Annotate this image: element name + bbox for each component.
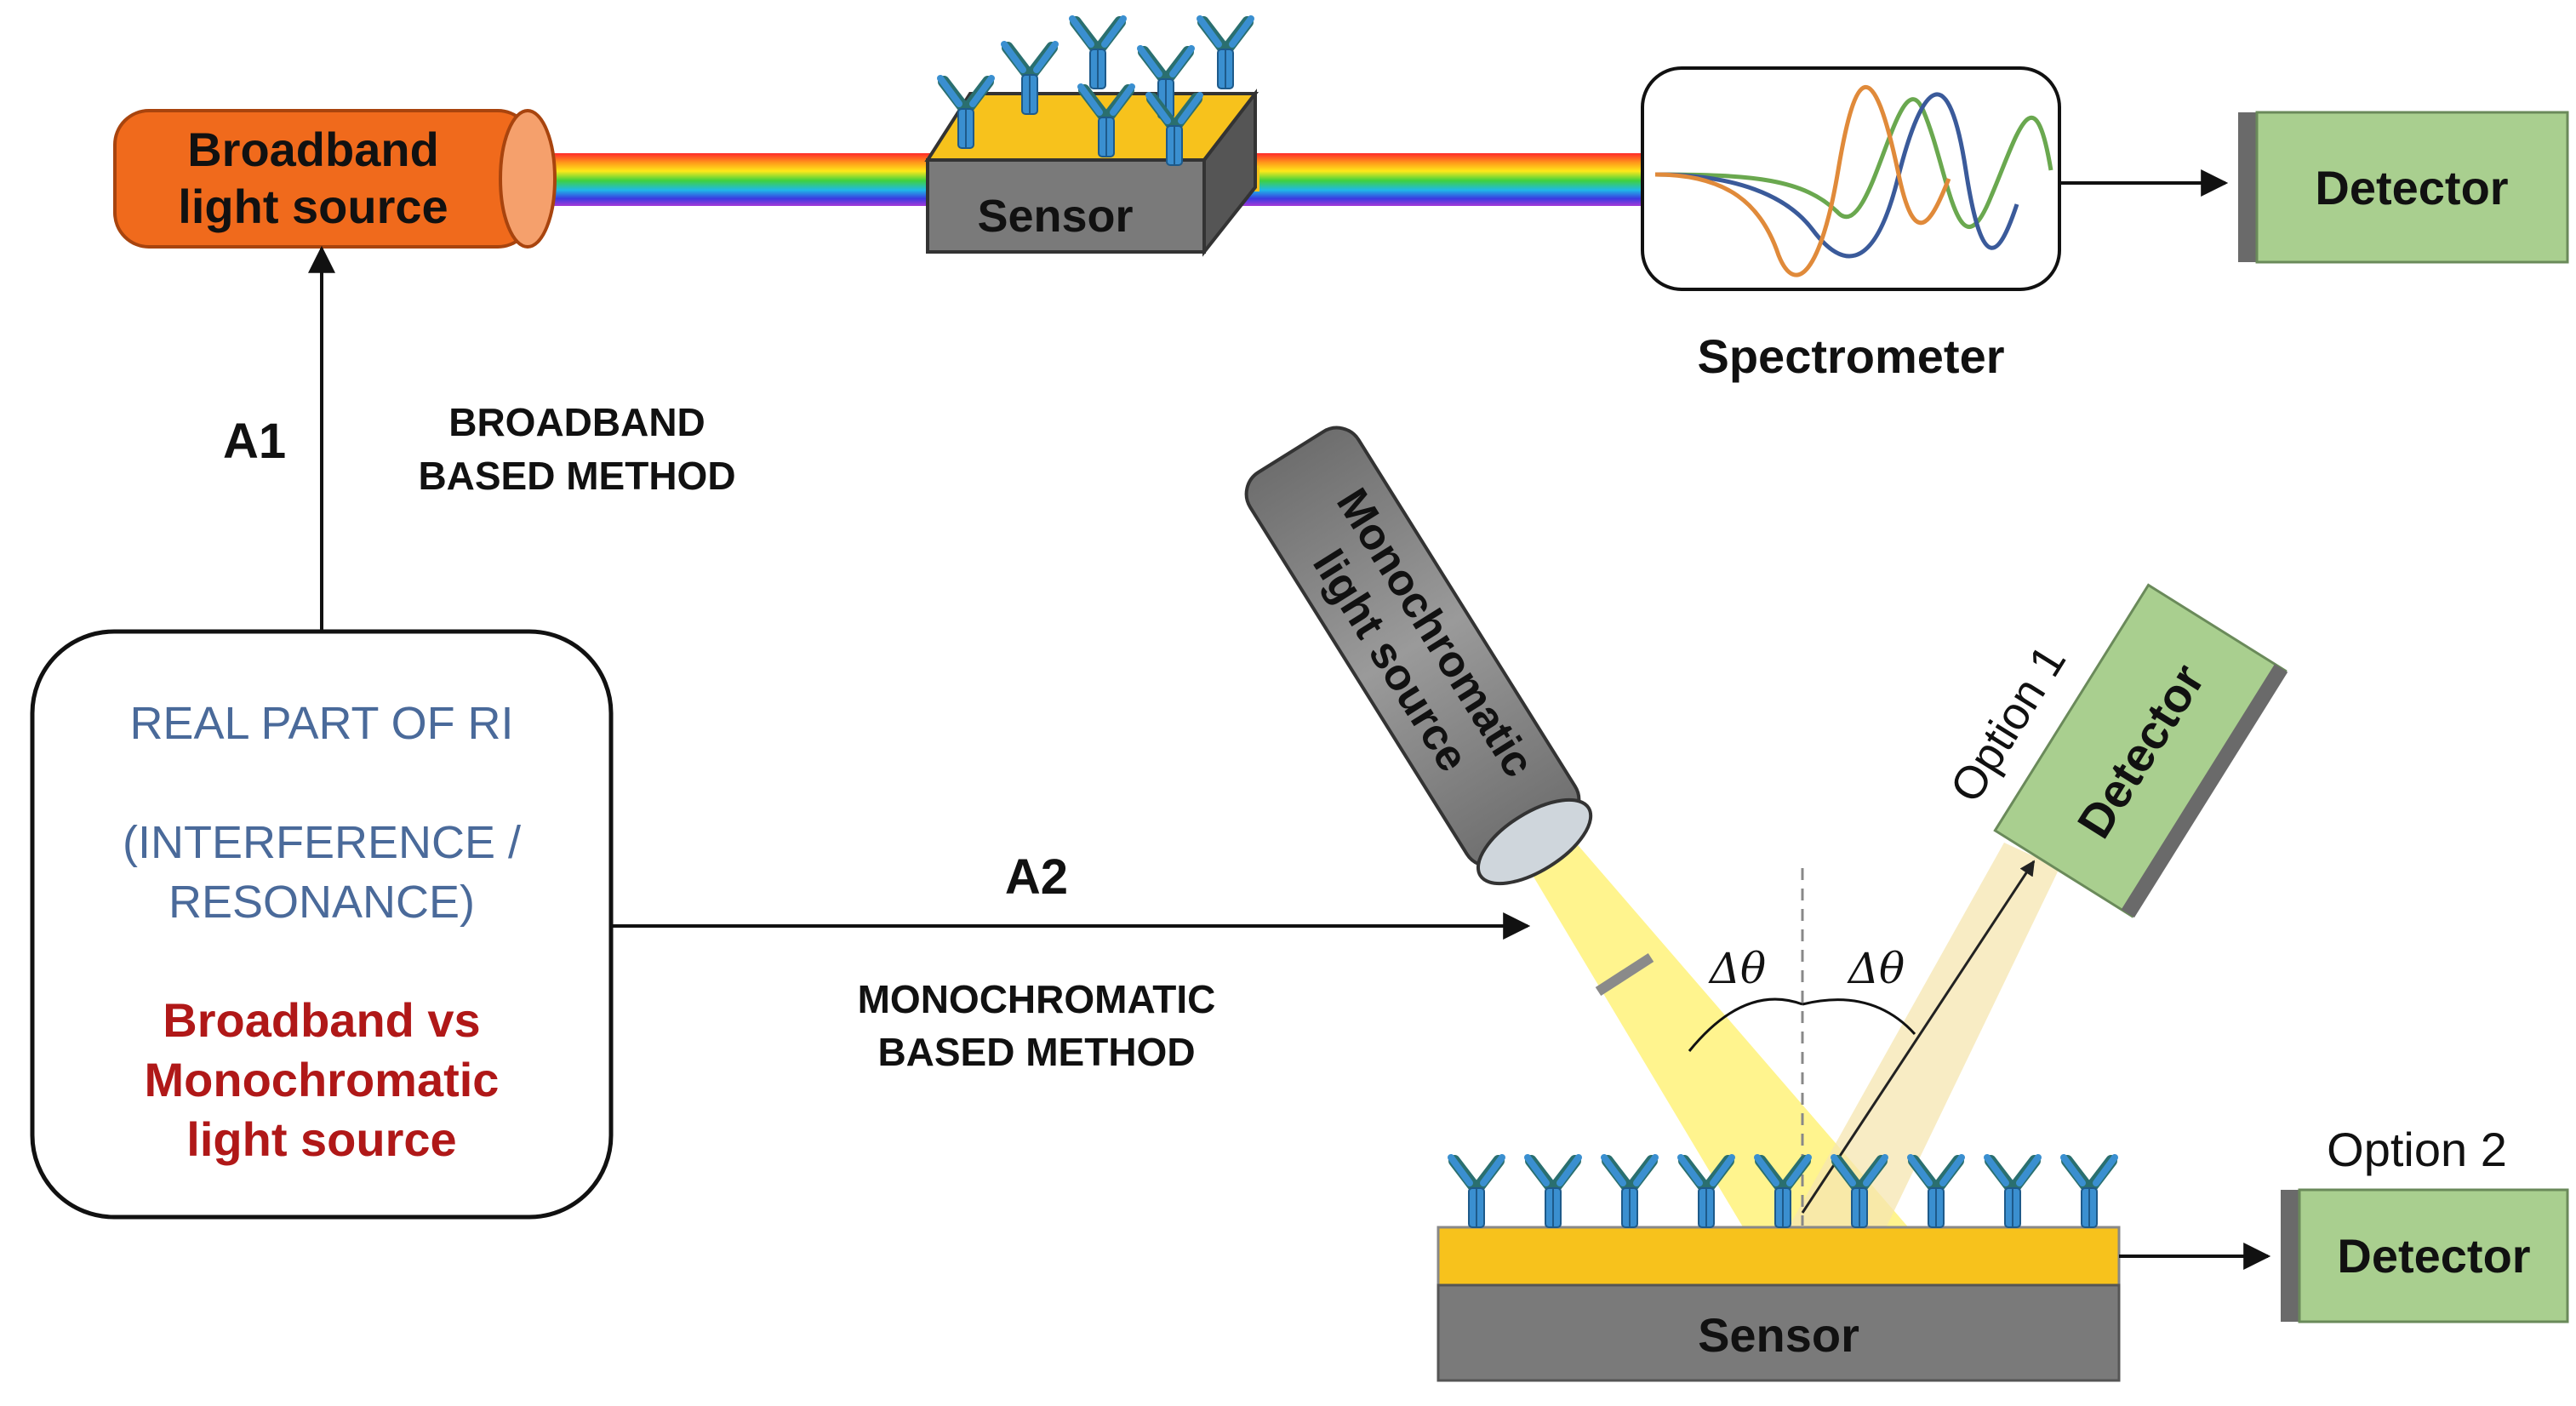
main-box-line3: RESONANCE)	[168, 877, 475, 928]
antibody-icon	[1911, 1157, 1962, 1227]
option2-label: Option 2	[2327, 1123, 2507, 1176]
rainbow-beam-1	[519, 153, 962, 206]
top-sensor-label: Sensor	[977, 191, 1133, 242]
a1-method-line1: BROADBAND	[448, 400, 705, 444]
antibody-icon	[1072, 19, 1123, 89]
option1-detector: Detector	[1993, 583, 2288, 918]
spectrum-curve-green	[1654, 97, 2053, 229]
broadband-source-line1: Broadband	[187, 123, 439, 176]
main-box-red-line1: Broadband vs	[163, 993, 480, 1047]
angle-arc-left	[1688, 997, 1803, 1052]
a1-method-line2: BASED METHOD	[418, 454, 735, 498]
rainbow-beam-2	[1242, 153, 1642, 206]
a2-method-line2: BASED METHOD	[877, 1030, 1195, 1074]
option2-detector: Option 2 Detector	[2281, 1123, 2569, 1323]
main-box-red-line2: Monochromatic	[145, 1053, 500, 1106]
spectrometer: Spectrometer	[1641, 66, 2061, 383]
spectrometer-label: Spectrometer	[1697, 329, 2004, 383]
broadband-light-source: Broadband light source	[113, 109, 557, 249]
spectrum-curve-blue	[1654, 92, 2019, 259]
main-box-line2: (INTERFERENCE /	[123, 817, 521, 868]
top-detector-label: Detector	[2315, 161, 2508, 214]
bottom-sensor-label: Sensor	[1698, 1308, 1859, 1362]
beam-filter	[1595, 952, 1654, 997]
antibody-icon	[1200, 19, 1251, 89]
antibody-icon	[1451, 1157, 1502, 1227]
a2-method-line1: MONOCHROMATIC	[858, 977, 1216, 1021]
angle-label-right: Δθ	[1847, 944, 1905, 993]
top-sensor: Sensor	[924, 89, 1259, 257]
angle-label-left: Δθ	[1708, 944, 1766, 993]
a1-label: A1	[223, 414, 286, 469]
top-detector: Detector	[2238, 111, 2569, 264]
incident-beam	[1511, 821, 1911, 1230]
main-box-red-line3: light source	[186, 1112, 456, 1166]
a2-label: A2	[1005, 849, 1068, 905]
arrow-icon	[1801, 860, 2036, 1214]
main-concept-box: REAL PART OF RI (INTERFERENCE / RESONANC…	[30, 629, 614, 1220]
antibody-icon	[1528, 1157, 1579, 1227]
main-box-line1: REAL PART OF RI	[129, 698, 513, 749]
angle-arc-right	[1802, 998, 1916, 1036]
broadband-source-line2: light source	[178, 180, 448, 233]
spectrum-curve-orange	[1654, 85, 1951, 277]
antibody-icon	[2064, 1157, 2115, 1227]
bottom-sensor: Sensor	[1437, 1226, 2121, 1382]
option2-detector-label: Detector	[2337, 1229, 2530, 1283]
monochromatic-light-source: Monochromatic light source	[1244, 426, 1593, 886]
antibody-icon	[1604, 1157, 1655, 1227]
antibody-icon	[1987, 1157, 2038, 1227]
